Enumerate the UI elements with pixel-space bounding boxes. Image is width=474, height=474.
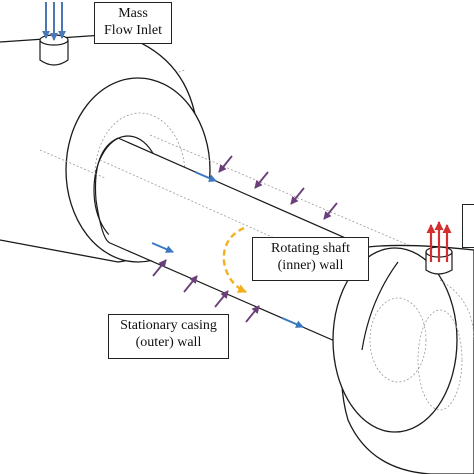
shaft-wall-arrows (218, 155, 338, 220)
casing-wall-arrows (152, 259, 260, 323)
axial-flow-arrow (281, 317, 304, 328)
shaft-label-line2: (inner) wall (277, 258, 344, 273)
inlet-flow-arrows (42, 2, 66, 41)
outlet-label-box (462, 204, 474, 248)
inlet-label-line2: Flow Inlet (104, 23, 162, 38)
wall-arrow (214, 290, 229, 308)
outlet-flow-arrows (426, 221, 452, 262)
axial-flow-arrows (151, 171, 304, 328)
stationary-casing-label: Stationary casing (outer) wall (108, 314, 229, 359)
wall-arrow (245, 305, 260, 323)
inlet-label-line1: Mass (118, 6, 148, 21)
casing-label-line2: (outer) wall (135, 335, 202, 350)
shaft-label-line1: Rotating shaft (271, 241, 350, 256)
axial-flow-arrow (151, 242, 174, 253)
right-casing (332, 244, 474, 474)
wall-arrow (183, 275, 198, 293)
wall-arrow (218, 155, 233, 173)
axial-flow-arrow (194, 171, 217, 182)
wall-arrow (152, 259, 167, 277)
wall-arrow (323, 202, 338, 220)
wall-arrow (254, 171, 269, 189)
wall-arrow (290, 187, 305, 205)
casing-label-line1: Stationary casing (120, 318, 217, 333)
rotating-shaft-label: Rotating shaft (inner) wall (252, 237, 369, 281)
mass-flow-inlet-label: Mass Flow Inlet (94, 2, 172, 44)
rotation-arrow (222, 226, 247, 294)
